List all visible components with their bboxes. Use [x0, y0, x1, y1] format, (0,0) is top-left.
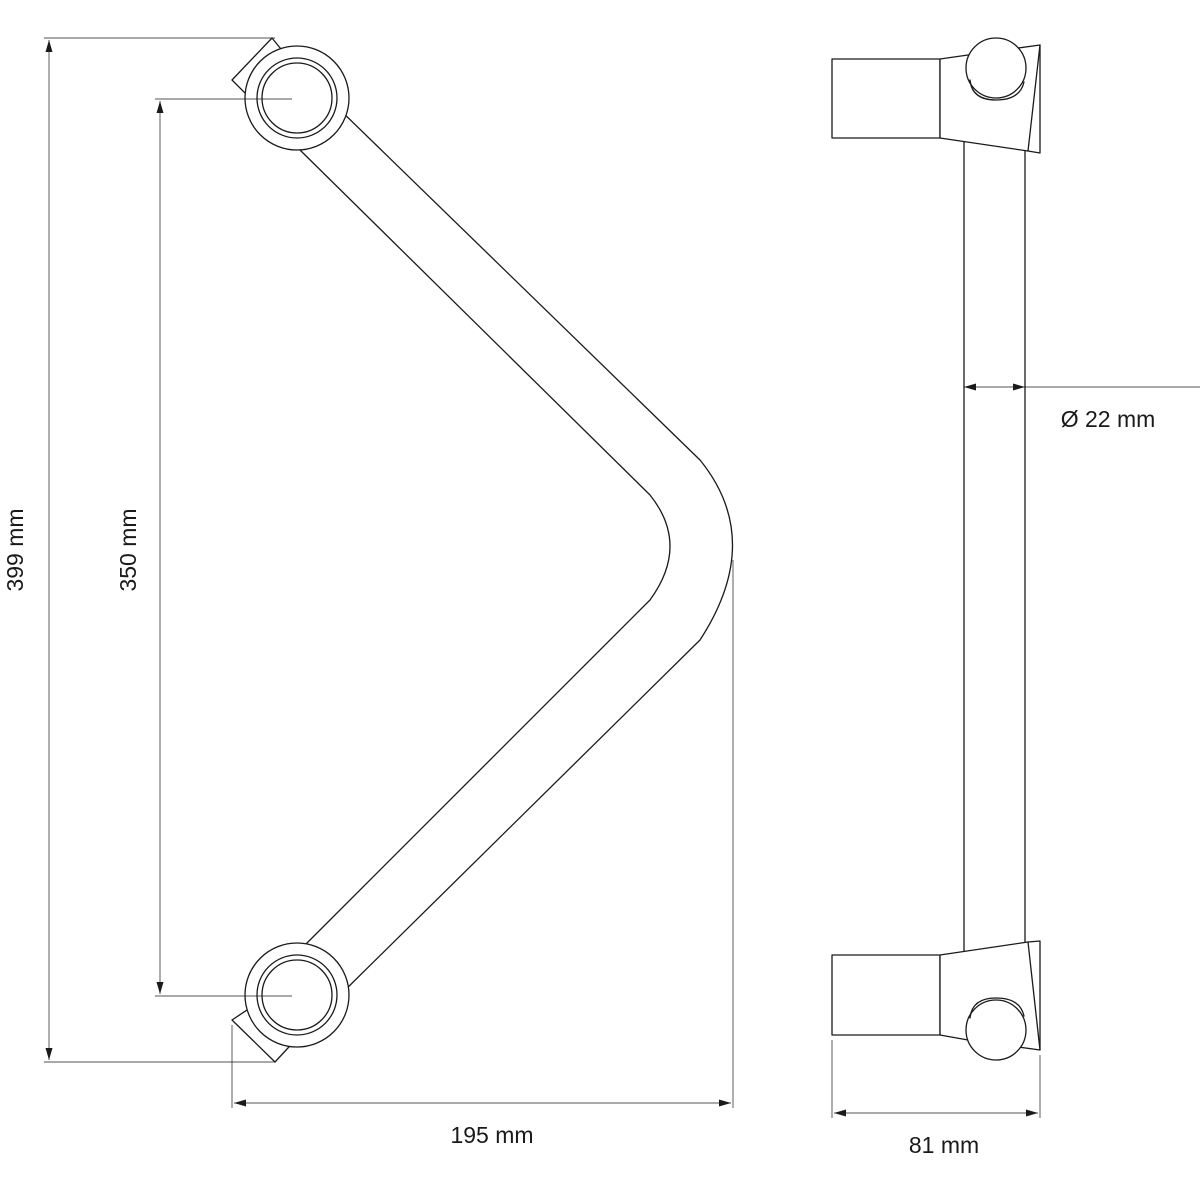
side-tube: [963, 139, 1026, 961]
overall-height-label: 399 mm: [2, 508, 28, 591]
top-rosette: [244, 45, 350, 151]
front-tube-outline-outer: [334, 104, 734, 1001]
tube-diameter-label: Ø 22 mm: [1061, 406, 1156, 432]
bottom-rosette: [244, 942, 350, 1048]
side-depth-label: 81 mm: [909, 1132, 979, 1158]
dimension-side-depth: 81 mm: [831, 1040, 1041, 1158]
mount-distance-label: 350 mm: [115, 508, 141, 591]
dimension-front-depth: 195 mm: [231, 560, 734, 1148]
side-top-fitting: [831, 37, 1041, 154]
top-screw-cap: [965, 37, 1027, 99]
bottom-screw-cap: [965, 999, 1027, 1061]
side-bottom-fitting: [831, 940, 1041, 1061]
dimension-tube-diameter: Ø 22 mm: [964, 383, 1200, 432]
front-depth-label: 195 mm: [450, 1122, 533, 1148]
front-tube-outline: [299, 149, 671, 951]
dimension-overall-height: 399 mm: [2, 37, 275, 1063]
side-view: Ø 22 mm 81 mm: [831, 37, 1200, 1158]
dimension-mount-distance: 350 mm: [115, 98, 292, 997]
front-view: 399 mm 350 mm 195 mm: [2, 37, 734, 1148]
